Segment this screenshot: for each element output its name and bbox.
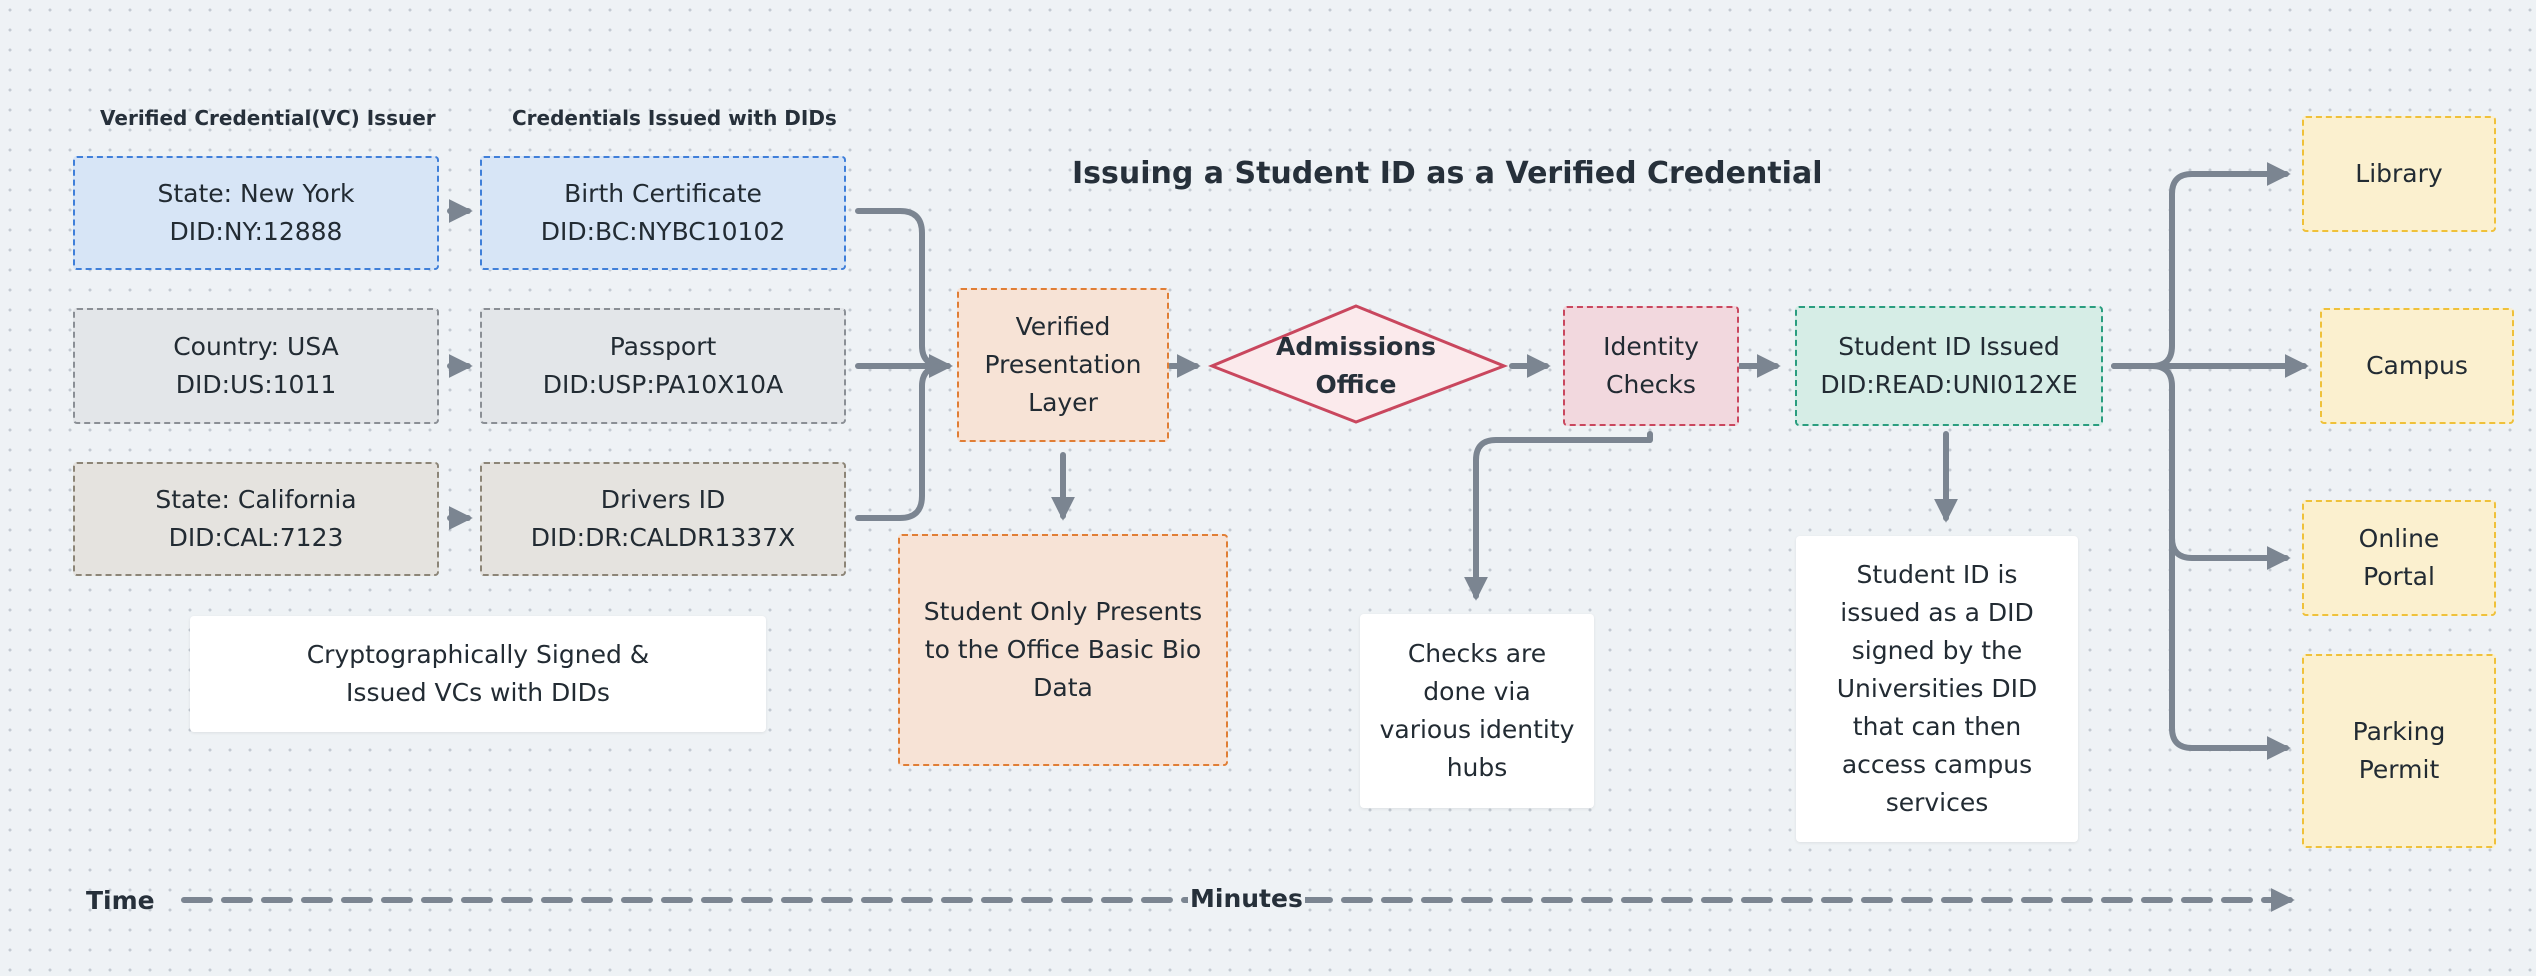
note-line: hubs <box>1446 753 1508 782</box>
timeline-minutes-label: Minutes <box>1188 884 1305 913</box>
service-label: Campus <box>2366 351 2468 380</box>
note-line: signed by the <box>1851 636 2023 665</box>
note-line: services <box>1885 788 1989 817</box>
credential-drivers-id: Drivers ID DID:DR:CALDR1337X <box>480 462 846 576</box>
issuer-label: State: California <box>155 485 357 514</box>
note-line: Student ID is <box>1856 560 2018 589</box>
service-label: Online <box>2358 524 2440 553</box>
service-label: Permit <box>2358 755 2440 784</box>
issuer-label: Country: USA <box>173 332 339 361</box>
service-library: Library <box>2302 116 2496 232</box>
credential-did: DID:DR:CALDR1337X <box>530 523 796 552</box>
credential-did: DID:USP:PA10X10A <box>542 370 784 399</box>
node-line: DID:READ:UNI012XE <box>1820 370 2078 399</box>
page-title: Issuing a Student ID as a Verified Crede… <box>1072 156 1823 191</box>
admissions-diamond <box>1207 304 1509 424</box>
arrow-identity-to-checks-note <box>1464 431 1653 601</box>
note-line: done via <box>1423 677 1531 706</box>
note-line: various identity <box>1379 715 1575 744</box>
node-line: Checks <box>1606 370 1696 399</box>
arrow-to-library <box>2111 162 2291 369</box>
arrow-to-parking <box>2169 535 2291 760</box>
merge-birth <box>855 208 953 378</box>
node-line: Student ID Issued <box>1838 332 2060 361</box>
note-identity-hubs: Checks are done via various identity hubs <box>1360 614 1594 808</box>
timeline-time-label: Time <box>86 886 155 915</box>
note-line: Issued VCs with DIDs <box>346 678 610 707</box>
credential-label: Drivers ID <box>600 485 726 514</box>
credential-label: Birth Certificate <box>564 179 762 208</box>
note-line: issued as a DID <box>1840 598 2034 627</box>
note-basic-bio-data: Student Only Presents to the Office Basic… <box>898 534 1228 766</box>
node-line: Layer <box>1028 388 1098 417</box>
note-line: Cryptographically Signed & <box>306 640 650 669</box>
note-line: to the Office Basic Bio <box>924 635 1202 664</box>
note-line: that can then <box>1852 712 2022 741</box>
note-line: Student Only Presents <box>923 597 1203 626</box>
credential-label: Passport <box>609 332 717 361</box>
issuer-did: DID:US:1011 <box>175 370 337 399</box>
arrow-to-portal <box>2149 363 2291 570</box>
credential-did: DID:BC:NYBC10102 <box>540 217 786 246</box>
node-line: Verified <box>1015 312 1111 341</box>
service-label: Portal <box>2363 562 2435 591</box>
note-line: Checks are <box>1407 639 1547 668</box>
note-line: access campus <box>1841 750 2033 779</box>
issuer-did: DID:CAL:7123 <box>168 523 344 552</box>
node-line: Admissions <box>1275 332 1437 361</box>
merge-drivers <box>855 363 947 521</box>
note-line: Data <box>1033 673 1093 702</box>
issuer-label: State: New York <box>157 179 355 208</box>
service-label: Library <box>2355 159 2443 188</box>
service-label: Parking <box>2352 717 2446 746</box>
issuer-usa: Country: USA DID:US:1011 <box>73 308 439 424</box>
header-credentials: Credentials Issued with DIDs <box>512 106 837 130</box>
note-signed-vcs: Cryptographically Signed & Issued VCs wit… <box>190 616 766 732</box>
note-student-id-did: Student ID is issued as a DID signed by th… <box>1796 536 2078 842</box>
node-line: Identity <box>1603 332 1699 361</box>
service-campus: Campus <box>2320 308 2514 424</box>
header-issuer: Verified Credential(VC) Issuer <box>100 106 436 130</box>
node-line: Presentation <box>984 350 1142 379</box>
node-line: Office <box>1315 370 1397 399</box>
issuer-did: DID:NY:12888 <box>169 217 343 246</box>
note-line: Universities DID <box>1836 674 2038 703</box>
